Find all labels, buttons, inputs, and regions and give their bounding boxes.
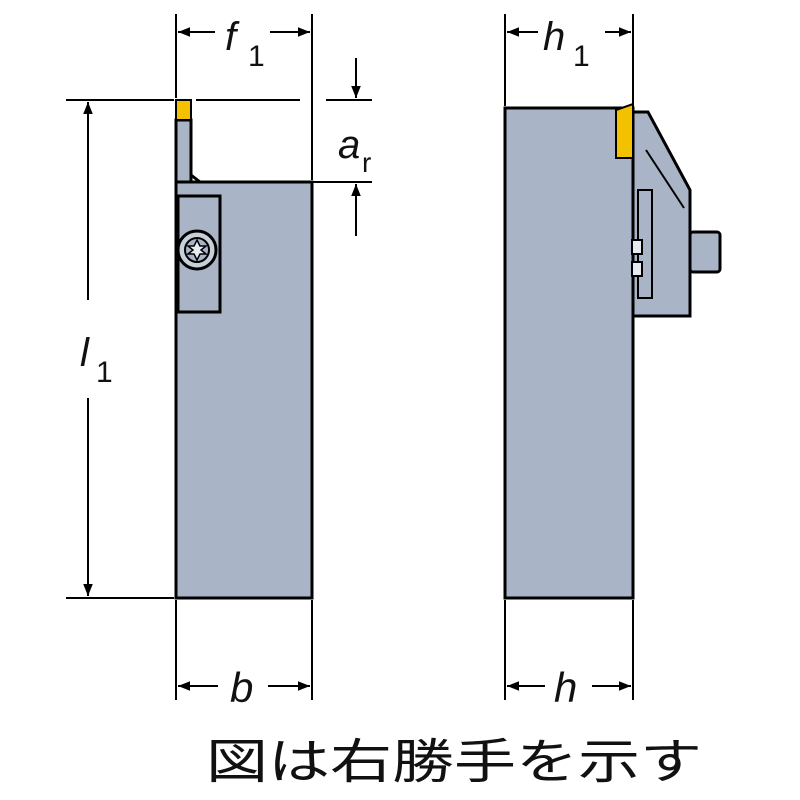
svg-text:f: f (225, 15, 240, 59)
label-h: h (554, 664, 577, 711)
label-ar: a r (338, 123, 371, 178)
caption: 図は右勝手を示す (206, 734, 702, 790)
right-view (503, 102, 722, 600)
left-view (174, 99, 314, 600)
svg-text:h: h (543, 15, 565, 59)
svg-text:1: 1 (573, 40, 590, 73)
svg-text:1: 1 (248, 40, 265, 73)
right-knob (688, 230, 722, 274)
svg-text:r: r (362, 147, 371, 178)
right-holder-body (503, 106, 635, 600)
left-holder-blade (174, 118, 193, 184)
label-l1: l 1 (80, 331, 113, 389)
label-h1: h 1 (543, 15, 590, 73)
dimension-lines (66, 14, 634, 700)
svg-text:l: l (80, 331, 90, 375)
label-b: b (230, 664, 253, 711)
svg-text:a: a (338, 123, 360, 167)
right-insert (615, 102, 634, 159)
label-f1: f 1 (225, 15, 265, 73)
left-insert (175, 99, 192, 121)
torx-screw-icon (176, 229, 218, 271)
svg-text:1: 1 (96, 356, 113, 389)
